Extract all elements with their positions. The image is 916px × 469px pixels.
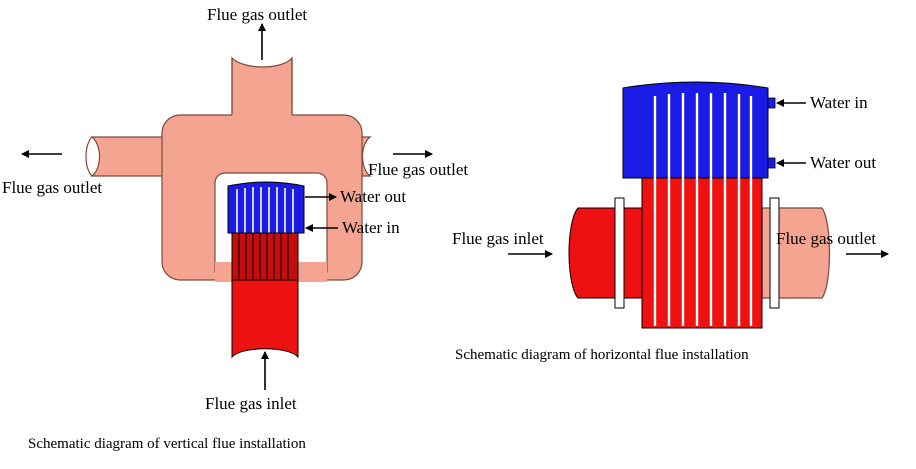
horizontal-inlet-pipe bbox=[568, 207, 643, 299]
vertical-water-out-label: Water out bbox=[340, 187, 406, 206]
vertical-tubes bbox=[238, 233, 289, 280]
inlet-flange bbox=[614, 197, 625, 309]
top-outlet-label: Flue gas outlet bbox=[207, 5, 307, 24]
vertical-inlet-label: Flue gas inlet bbox=[205, 394, 297, 413]
vertical-tube-section bbox=[231, 232, 299, 281]
horizontal-outlet-label: Flue gas outlet bbox=[776, 229, 876, 248]
water-out-nozzle bbox=[767, 157, 776, 169]
vertical-water-in-label: Water in bbox=[342, 218, 400, 237]
vertical-inlet-pipe bbox=[231, 279, 299, 359]
horizontal-inlet-label: Flue gas inlet bbox=[452, 229, 544, 248]
vertical-flue-diagram: Flue gas outlet Flue gas outlet Flue gas… bbox=[2, 5, 468, 452]
left-outlet-label: Flue gas outlet bbox=[2, 178, 102, 197]
horizontal-flue-diagram: Water in Water out Flue gas inlet Flue g… bbox=[452, 81, 889, 363]
left-pipe-end bbox=[85, 136, 93, 177]
vertical-caption: Schematic diagram of vertical flue insta… bbox=[28, 436, 306, 452]
water-in-nozzle bbox=[767, 97, 776, 109]
horizontal-water-header bbox=[622, 81, 769, 179]
horizontal-tubes bbox=[653, 93, 753, 326]
vertical-header-tubes bbox=[236, 187, 294, 233]
horizontal-water-out-label: Water out bbox=[810, 153, 876, 172]
outlet-flange bbox=[769, 197, 780, 309]
horizontal-tube-bundle bbox=[641, 177, 763, 329]
horizontal-caption: Schematic diagram of horizontal flue ins… bbox=[455, 347, 749, 363]
right-outlet-label: Flue gas outlet bbox=[368, 160, 468, 179]
horizontal-water-in-label: Water in bbox=[810, 93, 868, 112]
